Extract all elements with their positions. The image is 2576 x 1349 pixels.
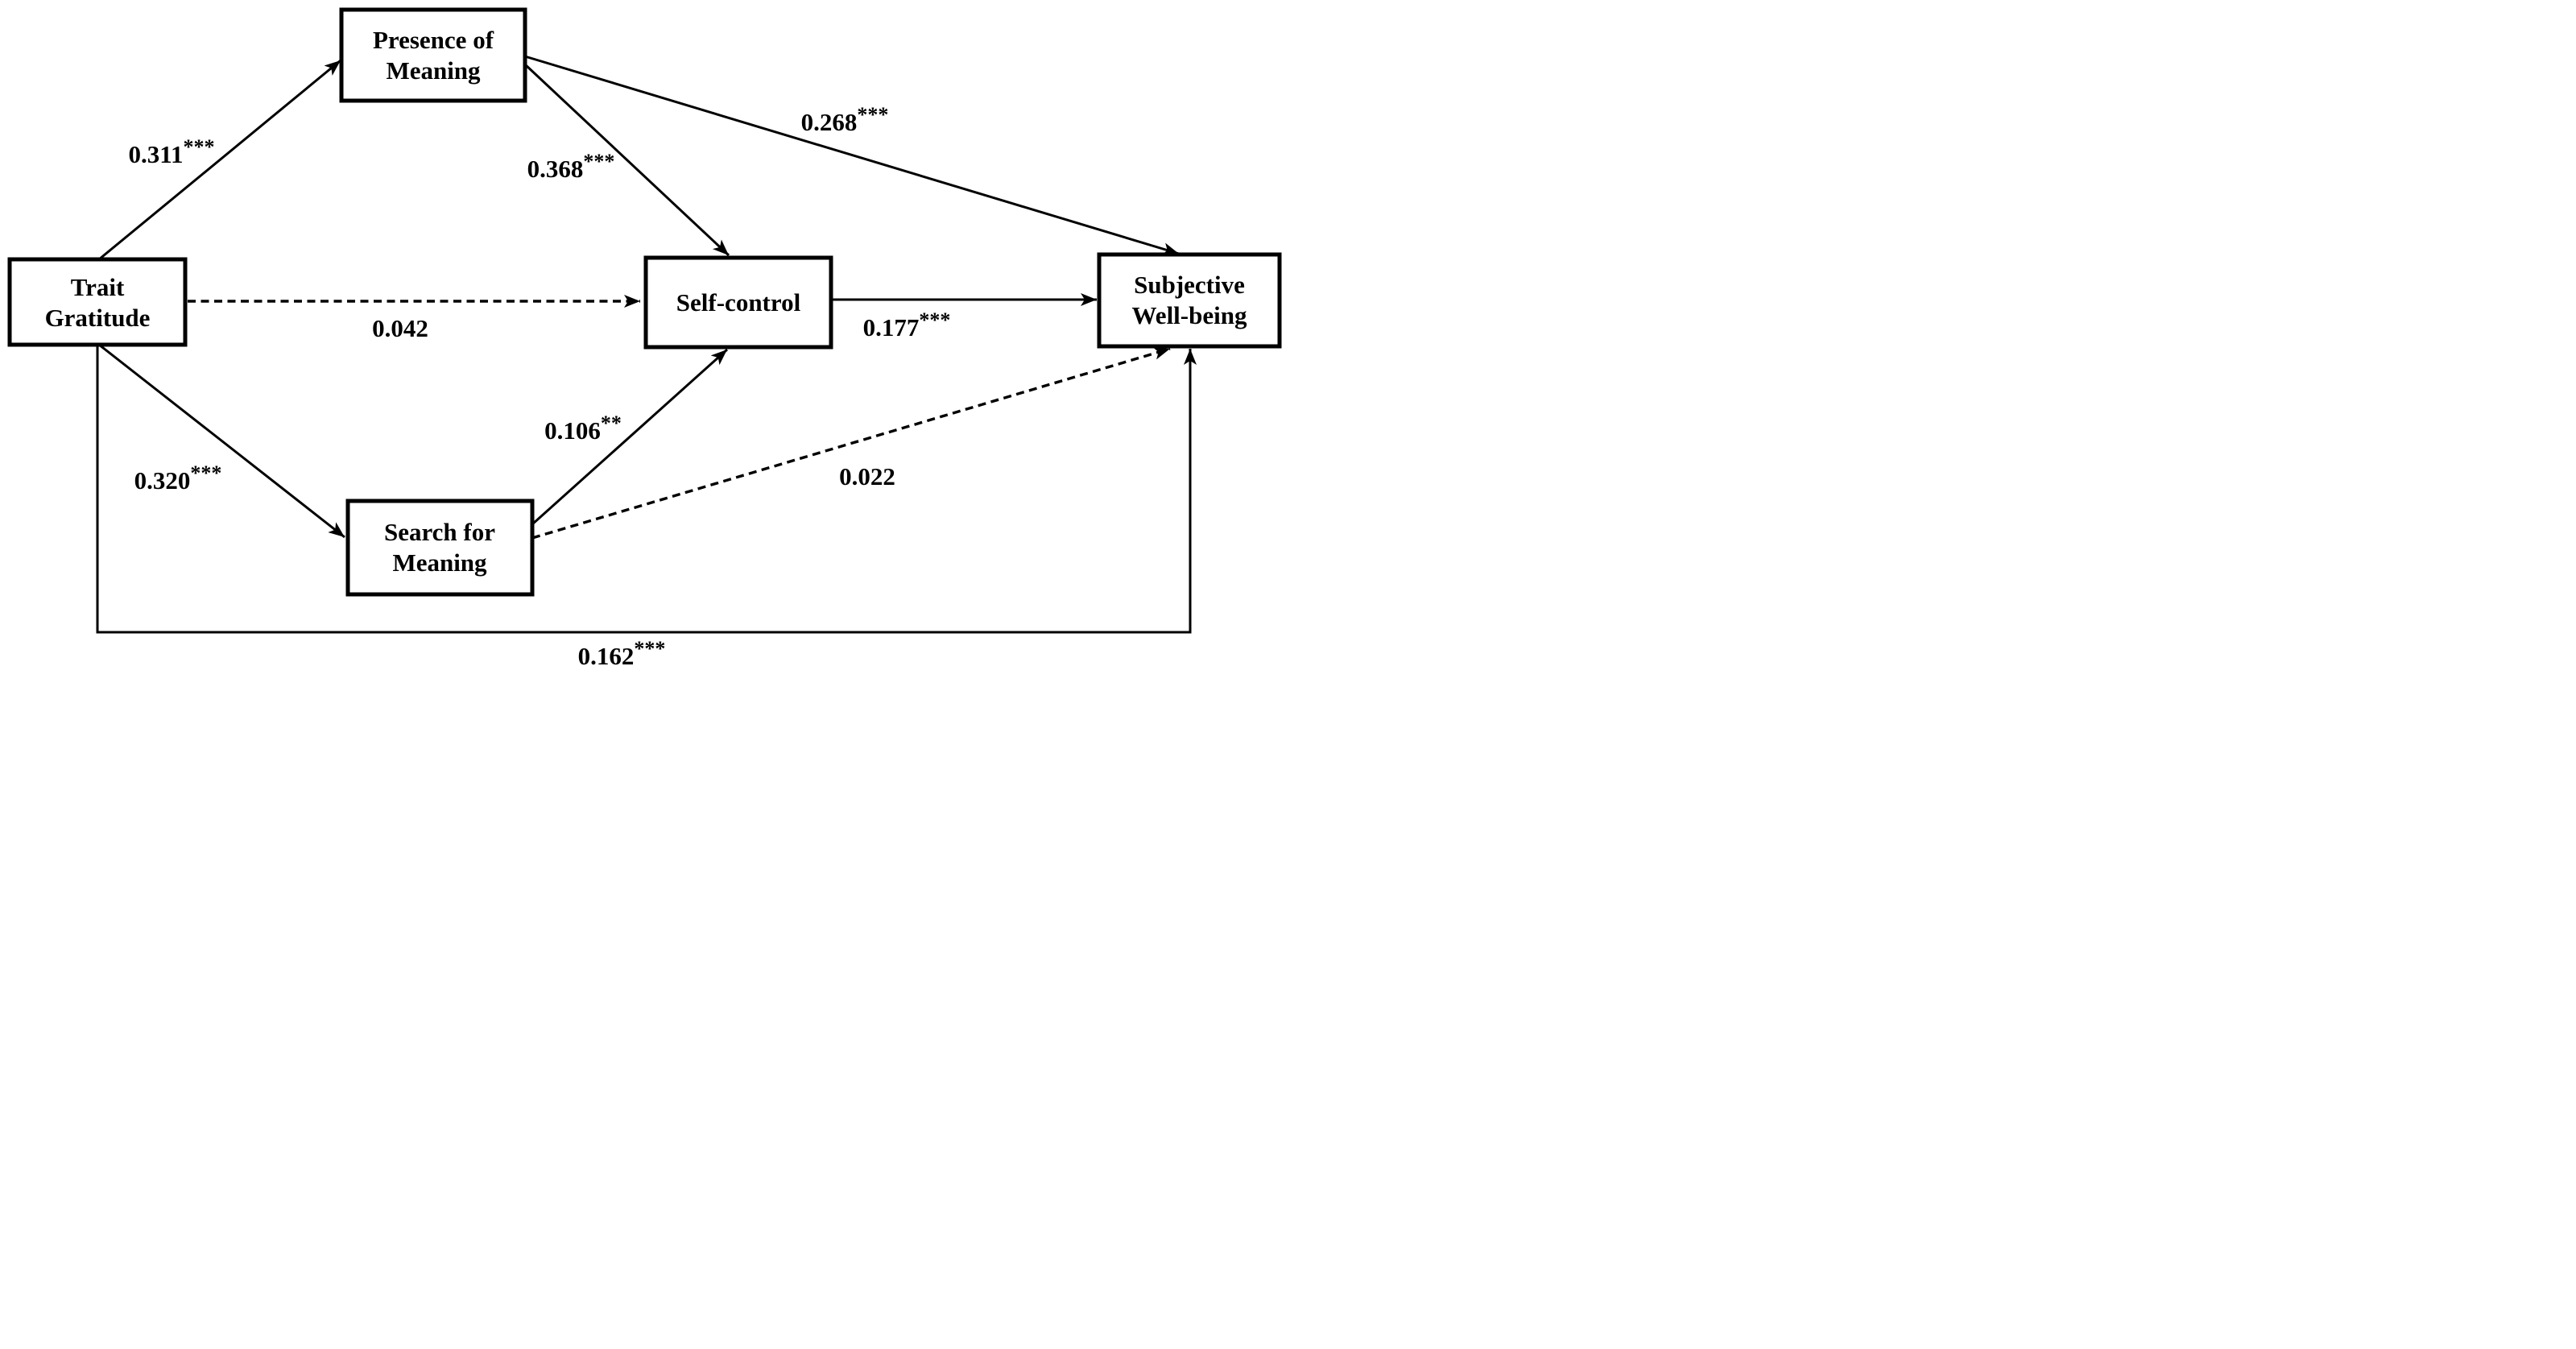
node-subjective-well-being-box [1097,252,1282,349]
coefficient-presence-selfcontrol: 0.368*** [527,150,615,183]
node-search-for-meaning-box [345,499,535,597]
edge-presence-to-selfcontrol-line [523,63,730,257]
edge-gratitude-to-search-line [98,343,345,539]
coefficient-search-selfcontrol: 0.106** [544,412,622,445]
node-self-control-box [643,255,833,350]
edge-presence-to-wellbeing-line [524,55,1180,255]
edge-gratitude-to-presence-line [98,59,341,261]
node-presence-of-meaning-box [339,7,527,103]
edge-search-to-selfcontrol-line [531,348,729,526]
coefficient-gratitude-selfcontrol: 0.042 [372,314,428,342]
coefficient-presence-wellbeing: 0.268*** [801,103,889,136]
coefficient-gratitude-presence: 0.311*** [128,135,214,168]
coefficient-gratitude-wellbeing-bottom: 0.162*** [578,637,666,670]
edge-search-to-wellbeing-line [531,347,1171,540]
node-self-control-label: Self-control [676,288,801,317]
coefficient-gratitude-search: 0.320*** [134,461,222,494]
coefficient-selfcontrol-wellbeing: 0.177*** [863,308,951,341]
edge-labels: 0.311*** 0.268*** 0.368*** 0.042 0.177**… [128,103,950,670]
edges [96,55,1197,634]
node-trait-gratitude-box [7,257,188,347]
node-self-control: Self-control [643,255,833,350]
path-diagram: 0.311*** 0.268*** 0.368*** 0.042 0.177**… [0,0,1288,675]
path-diagram-canvas: 0.311*** 0.268*** 0.368*** 0.042 0.177**… [7,7,1282,670]
edge-gratitude-to-wellbeing-bottom-line [96,345,1197,634]
coefficient-search-wellbeing: 0.022 [839,462,895,490]
